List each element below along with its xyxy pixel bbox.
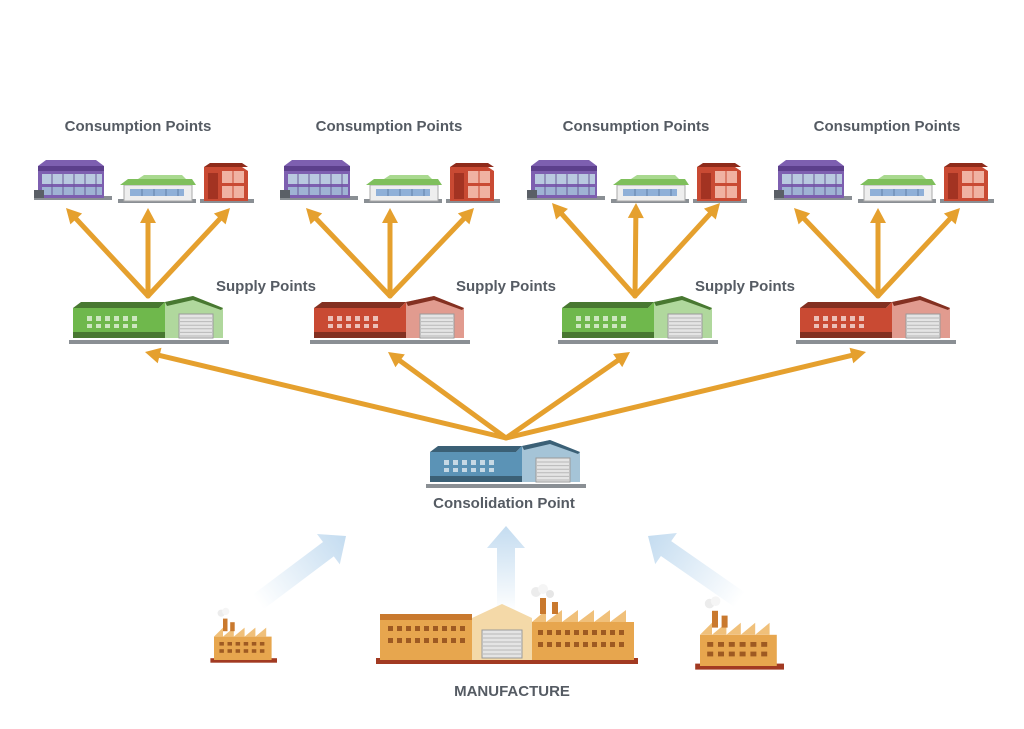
flow-arrow-right	[648, 532, 746, 608]
shop-building-icon-1	[200, 163, 254, 203]
supply-points-label-1: Supply Points	[216, 278, 317, 295]
manufacture-label: MANUFACTURE	[454, 683, 570, 700]
shop-building-icon-4	[940, 163, 994, 203]
office-building-icon-3	[527, 160, 605, 200]
consumption-points-label-1: Consumption Points	[64, 118, 212, 135]
supply-warehouse-3	[558, 296, 718, 344]
large-factory-center	[376, 584, 638, 664]
store-building-icon-2	[364, 175, 442, 203]
store-building-icon-3	[611, 175, 689, 203]
supply-arrow-2	[388, 352, 509, 441]
supply-warehouse-2	[310, 296, 470, 344]
store-building-icon-1	[118, 175, 196, 203]
shop-building-icon-2	[446, 163, 500, 203]
office-building-icon-2	[280, 160, 358, 200]
supply-arrow-3	[503, 352, 630, 441]
consumption-arrow-1-1	[66, 208, 151, 299]
supply-points-label-3: Supply Points	[695, 278, 796, 295]
small-factory-left	[210, 607, 277, 663]
consumption-arrow-2-1	[306, 208, 393, 299]
office-building-icon-1	[34, 160, 112, 200]
consumption-arrow-3-1	[552, 203, 638, 299]
consumption-arrow-3-3	[632, 203, 720, 299]
shop-building-icon-3	[693, 163, 747, 203]
consumption-arrow-4-3	[875, 208, 960, 299]
consumption-points-label-4: Consumption Points	[813, 118, 961, 135]
supply-arrow-1	[145, 347, 509, 441]
consumption-arrow-2-2	[382, 208, 398, 299]
small-factory-right	[695, 596, 784, 670]
consumption-arrow-3-2	[627, 203, 644, 299]
consolidation-warehouse	[426, 440, 586, 488]
consumption-arrow-2-3	[387, 208, 474, 299]
office-building-icon-4	[774, 160, 852, 200]
supply-points-label-2: Supply Points	[456, 278, 557, 295]
consumption-arrow-1-3	[145, 208, 230, 299]
consumption-points-label-2: Consumption Points	[315, 118, 463, 135]
flow-arrow-left	[252, 534, 347, 610]
supply-arrow-4	[503, 347, 866, 441]
consumption-arrow-1-2	[140, 208, 156, 299]
consumption-points-label-3: Consumption Points	[562, 118, 710, 135]
consumption-arrow-4-1	[794, 208, 881, 299]
supply-warehouse-4	[796, 296, 956, 344]
flow-arrow-center	[487, 526, 525, 612]
consumption-arrow-4-2	[870, 208, 886, 299]
consolidation-point-label: Consolidation Point	[433, 495, 575, 512]
store-building-icon-4	[858, 175, 936, 203]
supply-warehouse-1	[69, 296, 229, 344]
